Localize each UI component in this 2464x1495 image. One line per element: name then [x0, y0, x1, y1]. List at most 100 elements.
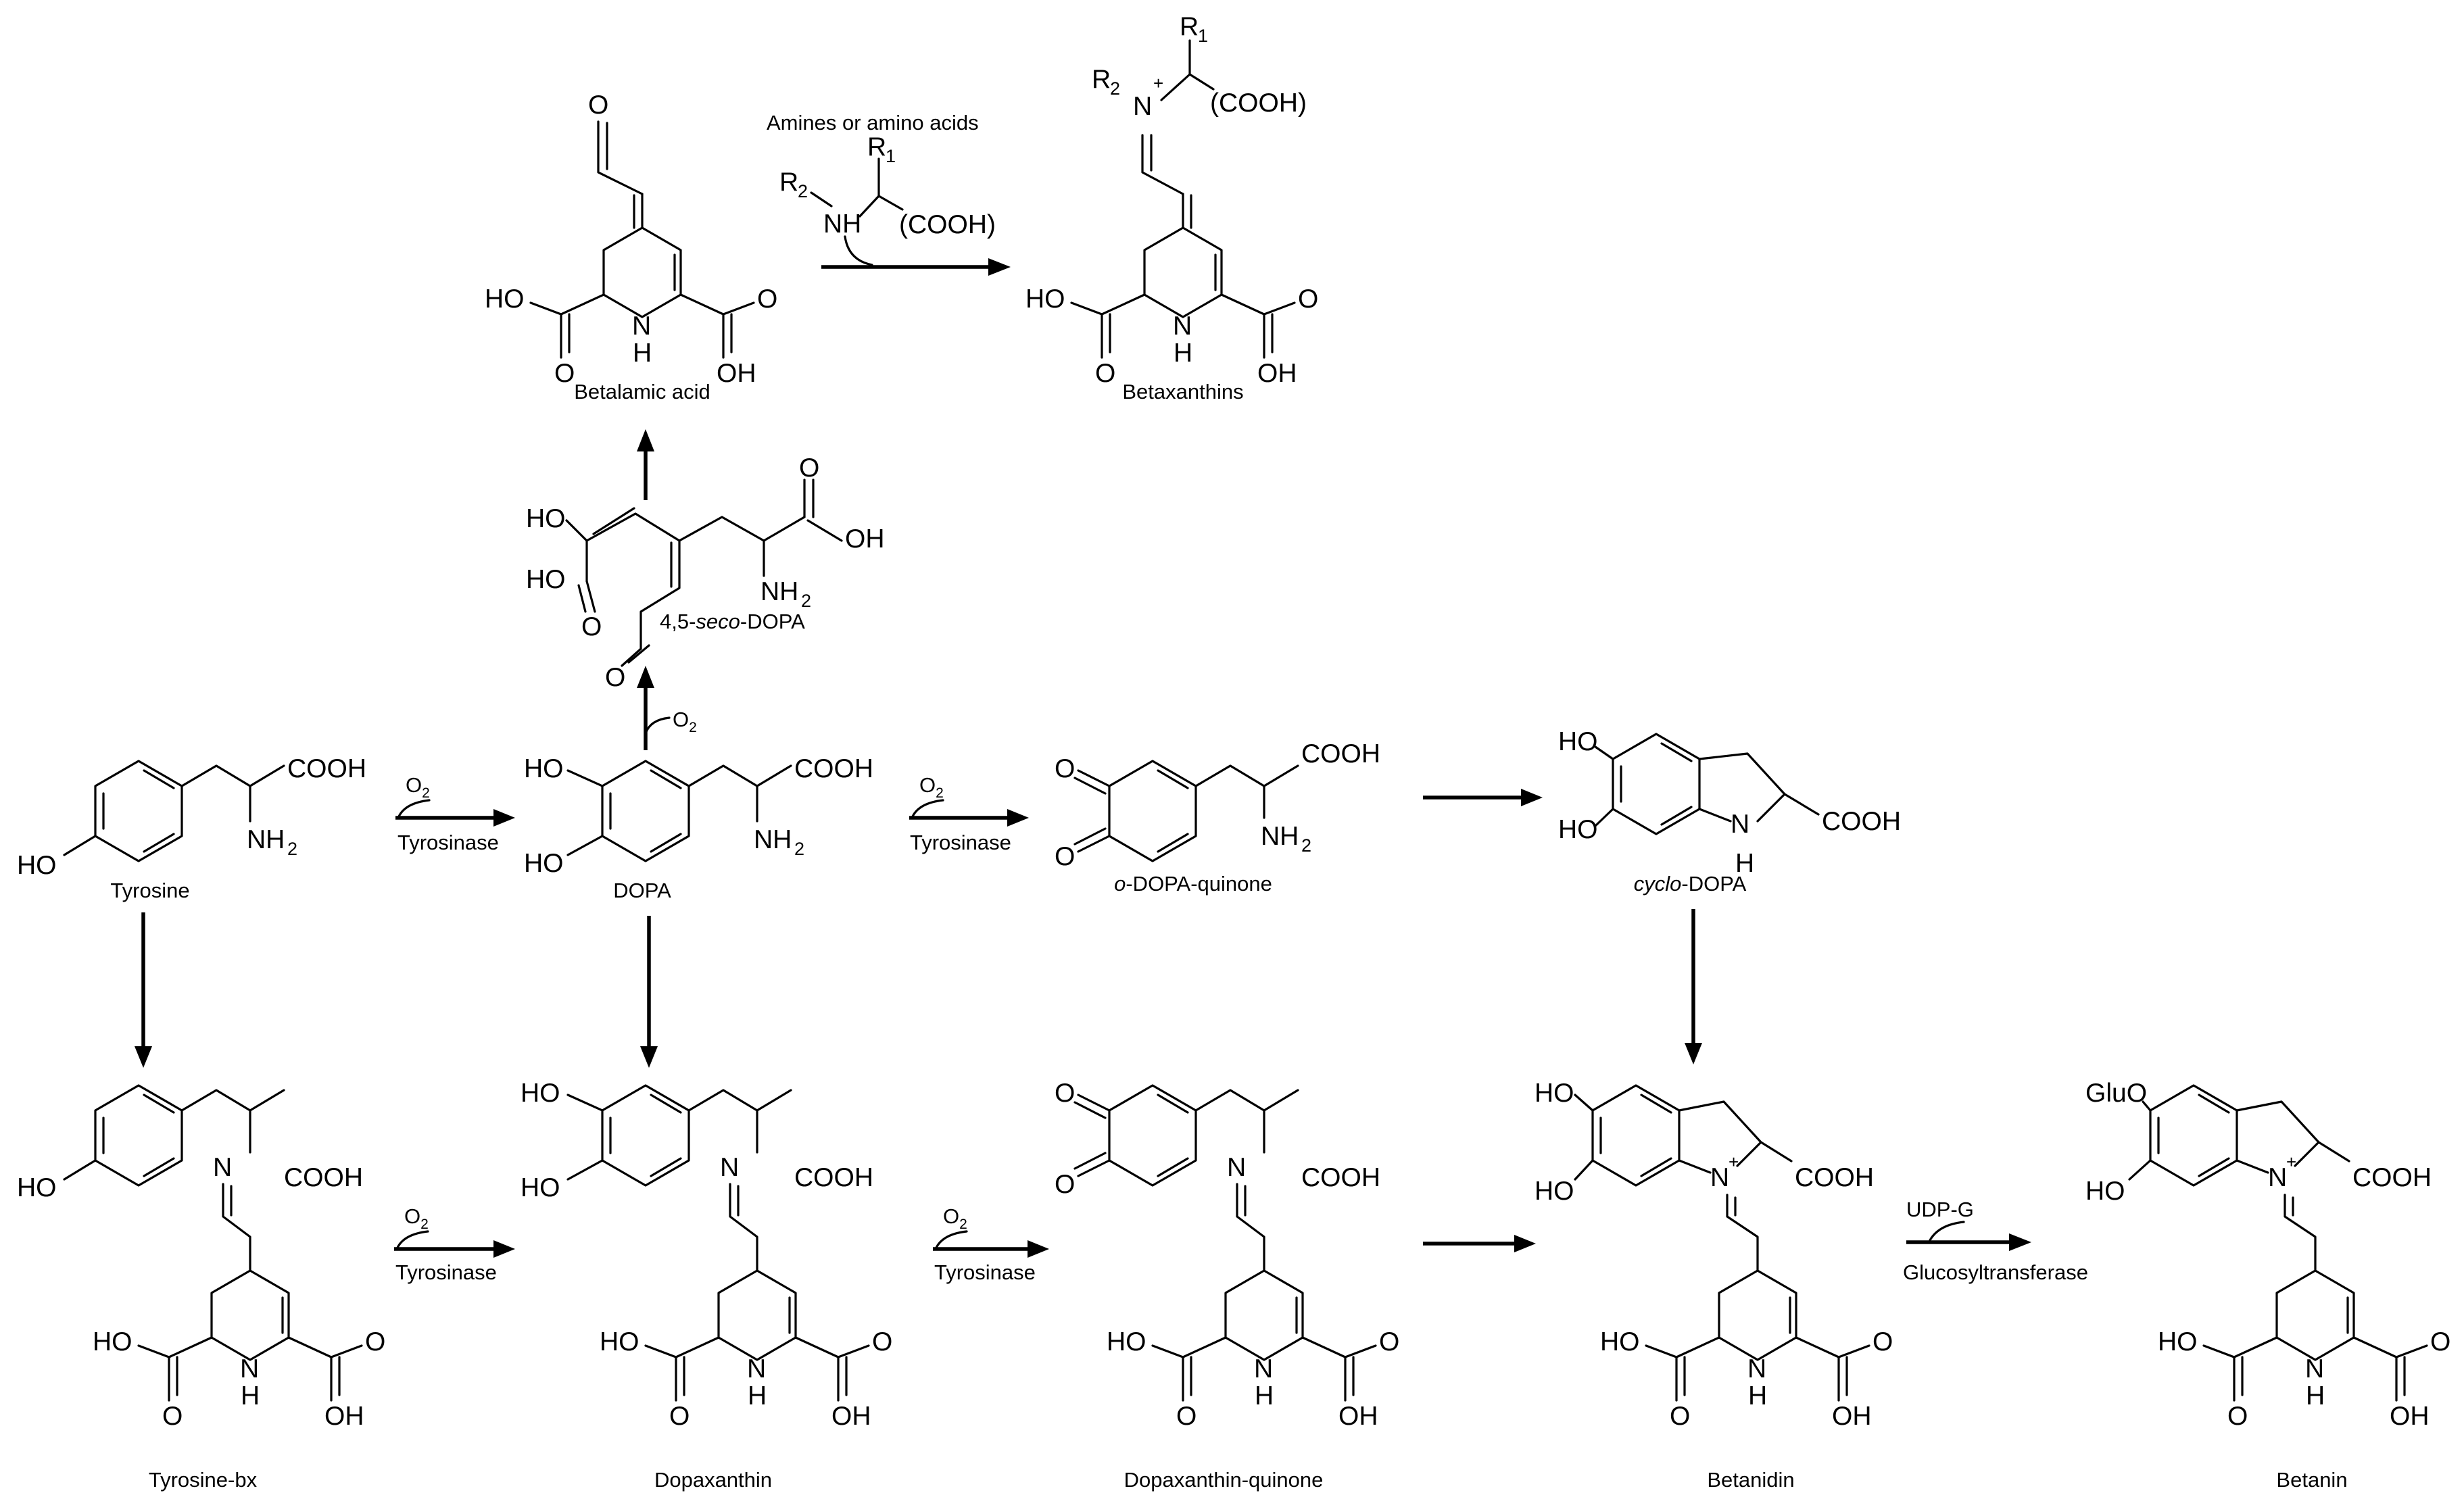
svg-text:2: 2	[287, 839, 297, 859]
arrow-dopa-to-quinone: O2 Tyrosinase	[909, 773, 1029, 854]
svg-text:R: R	[779, 168, 798, 197]
arrow-dopa-to-seco-dopa: O2	[637, 666, 697, 750]
betanin-label: Betanin	[2276, 1468, 2347, 1492]
svg-text:R: R	[1092, 65, 1111, 94]
dopaxanthin-quinone-structure: O O COOH N	[1055, 1079, 1401, 1432]
tyrosinase-label-1: Tyrosinase	[397, 831, 499, 854]
svg-text:1: 1	[886, 146, 896, 166]
udpg-label: UDP-G	[1906, 1198, 1974, 1221]
tyrosinase-label-4: Tyrosinase	[934, 1260, 1036, 1284]
svg-text:HO: HO	[1558, 727, 1598, 756]
arrow-quinone-to-cyclo-dopa	[1423, 789, 1543, 806]
svg-text:OH: OH	[845, 524, 885, 554]
tyrosinase-label-3: Tyrosinase	[395, 1260, 497, 1284]
svg-text:COOH: COOH	[2352, 1163, 2432, 1192]
o-dopa-quinone-structure: O O NH 2 COOH	[1055, 739, 1380, 871]
svg-text:NH: NH	[1261, 822, 1299, 851]
dopaxanthin-structure: HO HO COOH N	[521, 1079, 894, 1432]
svg-text:HO: HO	[2085, 1177, 2125, 1206]
svg-text:O: O	[799, 454, 819, 483]
tyrosinase-label-2: Tyrosinase	[910, 831, 1011, 854]
svg-text:N: N	[1731, 810, 1749, 839]
arrow-betanidin-to-betanin: UDP-G Glucosyltransferase	[1903, 1198, 2088, 1284]
betaxanthins-label: Betaxanthins	[1122, 380, 1243, 403]
svg-text:+: +	[2286, 1152, 2296, 1172]
svg-text:2: 2	[798, 181, 808, 201]
svg-text:2: 2	[1110, 78, 1120, 99]
svg-text:HO: HO	[526, 565, 566, 594]
tyrosine-label: Tyrosine	[110, 879, 189, 902]
svg-text:N: N	[1710, 1163, 1729, 1192]
seco-dopa-label: 4,5-seco-DOPA	[660, 610, 805, 633]
svg-text:O: O	[1055, 754, 1075, 783]
svg-text:NH: NH	[760, 577, 798, 606]
svg-text:COOH: COOH	[1301, 739, 1380, 768]
o2-label-2: O2	[919, 773, 944, 801]
svg-text:HO: HO	[17, 851, 57, 880]
svg-text:O: O	[1055, 1079, 1075, 1108]
svg-text:2: 2	[801, 591, 811, 611]
svg-text:HO: HO	[1558, 815, 1598, 844]
svg-text:NH: NH	[823, 210, 861, 239]
svg-text:H: H	[1735, 849, 1754, 878]
svg-text:R: R	[1180, 12, 1199, 41]
svg-text:NH: NH	[754, 825, 792, 854]
svg-text:N: N	[2268, 1163, 2287, 1192]
arrow-dopaxanthin-to-quinone: O2 Tyrosinase	[933, 1204, 1049, 1284]
svg-text:N: N	[213, 1153, 232, 1182]
o2-label-4: O2	[943, 1204, 967, 1232]
svg-text:HO: HO	[521, 1173, 560, 1202]
svg-text:N: N	[720, 1153, 739, 1182]
svg-text:NH: NH	[247, 825, 285, 854]
cyclo-dopa-structure: N H COOH HO HO	[1558, 727, 1901, 878]
svg-text:COOH: COOH	[794, 1163, 873, 1192]
svg-text:O: O	[1055, 842, 1075, 871]
amine-reagent: Amines or amino acids R 2 NH R 1 (COOH)	[767, 111, 996, 266]
svg-text:HO: HO	[526, 504, 566, 533]
tyrosine-structure: HO NH 2 COOH	[17, 754, 366, 880]
betalamic-acid-label: Betalamic acid	[574, 380, 710, 403]
dopa-label: DOPA	[613, 879, 671, 902]
svg-text:+: +	[1153, 73, 1163, 93]
cyclo-dopa-label: cyclo-DOPA	[1634, 872, 1747, 896]
svg-text:R: R	[867, 132, 886, 162]
arrow-dopa-to-dopaxanthin	[640, 916, 658, 1068]
betanidin-structure: N + COOH HO HO	[1535, 1079, 1894, 1432]
dopaxanthin-quinone-label: Dopaxanthin-quinone	[1124, 1468, 1324, 1492]
svg-text:(COOH): (COOH)	[899, 210, 996, 239]
betanidin-label: Betanidin	[1707, 1468, 1794, 1492]
svg-text:2: 2	[794, 839, 804, 859]
svg-text:HO: HO	[521, 1079, 560, 1108]
svg-text:COOH: COOH	[794, 754, 873, 783]
svg-text:2: 2	[1301, 835, 1311, 856]
arrow-tyrosine-bx-to-dopaxanthin: O2 Tyrosinase	[394, 1204, 515, 1284]
svg-text:1: 1	[1198, 26, 1208, 46]
seco-dopa-structure: HO O HO O O OH NH 2	[526, 454, 885, 692]
arrow-betalamic-to-betaxanthins	[821, 258, 1011, 276]
o2-label-1: O2	[406, 773, 430, 801]
svg-text:COOH: COOH	[287, 754, 366, 783]
tyrosine-bx-structure: HO COOH N	[17, 1084, 387, 1432]
tyrosine-bx-label: Tyrosine-bx	[149, 1468, 258, 1492]
betalamic-acid-structure: O	[483, 91, 779, 389]
betanin-structure: N + COOH GluO HO	[2085, 1079, 2452, 1432]
dopaxanthin-label: Dopaxanthin	[654, 1468, 772, 1492]
glucosyltransferase-label: Glucosyltransferase	[1903, 1260, 2088, 1284]
svg-text:HO: HO	[1535, 1079, 1574, 1108]
svg-text:O: O	[588, 91, 608, 120]
svg-text:COOH: COOH	[1795, 1163, 1874, 1192]
svg-text:O: O	[581, 612, 602, 641]
amines-label: Amines or amino acids	[767, 111, 979, 134]
svg-text:N: N	[1227, 1153, 1246, 1182]
svg-text:O: O	[605, 663, 625, 692]
svg-text:O: O	[1055, 1170, 1075, 1199]
o-dopa-quinone-label: o-DOPA-quinone	[1114, 872, 1272, 896]
arrow-seco-dopa-to-betalamic	[637, 429, 654, 500]
arrow-quinone-to-betanidin	[1423, 1235, 1536, 1252]
arrow-cyclo-dopa-to-betanidin	[1685, 909, 1702, 1064]
svg-text:COOH: COOH	[284, 1163, 363, 1192]
svg-text:+: +	[1729, 1152, 1739, 1172]
svg-text:COOH: COOH	[1301, 1163, 1380, 1192]
svg-text:HO: HO	[1535, 1177, 1574, 1206]
